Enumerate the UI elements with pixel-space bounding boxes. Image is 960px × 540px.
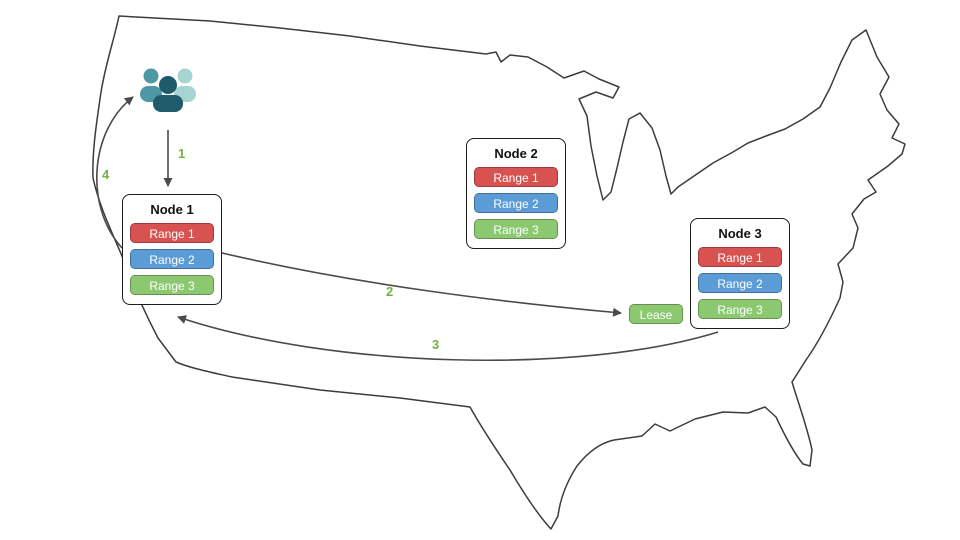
- arrow-label-3: 3: [432, 337, 440, 352]
- node-card-node-1: Node 1 Range 1 Range 2 Range 3: [122, 194, 222, 305]
- range-badge: Range 2: [474, 193, 558, 213]
- node-title: Node 1: [150, 202, 194, 217]
- range-badge: Range 1: [698, 247, 782, 267]
- node-title: Node 3: [718, 226, 762, 241]
- range-badge: Range 2: [698, 273, 782, 293]
- arrow-label-2: 2: [386, 284, 394, 299]
- arrow-4: [96, 96, 134, 249]
- node-title: Node 2: [494, 146, 538, 161]
- range-badge: Range 3: [474, 219, 558, 239]
- range-badge: Range 1: [474, 167, 558, 187]
- arrow-2: [221, 252, 622, 317]
- range-badge: Range 3: [130, 275, 214, 295]
- arrow-label-1: 1: [178, 146, 186, 161]
- node-card-node-2: Node 2 Range 1 Range 2 Range 3: [466, 138, 566, 249]
- arrow-label-4: 4: [102, 167, 110, 182]
- node-card-node-3: Node 3 Range 1 Range 2 Range 3: [690, 218, 790, 329]
- lease-badge: Lease: [629, 304, 683, 324]
- us-map-outline: [92, 15, 906, 530]
- range-badge: Range 1: [130, 223, 214, 243]
- range-badge: Range 3: [698, 299, 782, 319]
- range-badge: Range 2: [130, 249, 214, 269]
- arrow-3: [177, 315, 719, 361]
- users-group-icon: [140, 68, 196, 112]
